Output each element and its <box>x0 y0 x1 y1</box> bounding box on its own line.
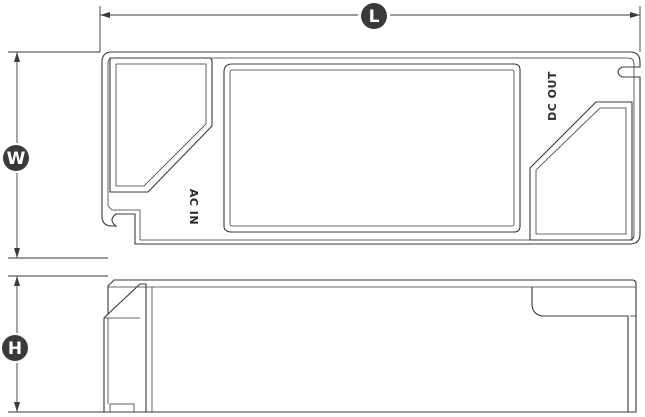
dc-out-terminal-inner <box>535 107 627 235</box>
ac-in-label: AC IN <box>187 189 200 225</box>
label-area-inner <box>229 69 515 227</box>
side-dc-out-block <box>531 287 629 412</box>
side-view <box>103 279 637 413</box>
top-view: AC IN DC OUT <box>101 51 641 245</box>
dc-out-terminal <box>529 101 633 241</box>
length-badge <box>361 3 387 29</box>
ac-in-terminal <box>109 57 213 193</box>
width-dimension: W <box>3 51 108 259</box>
height-dimension: H <box>2 275 108 413</box>
width-badge <box>3 145 29 171</box>
length-arrow-left <box>100 12 110 18</box>
height-badge <box>2 335 28 361</box>
width-arrow-top <box>14 52 20 62</box>
length-label: L <box>369 7 380 27</box>
label-area <box>223 63 521 233</box>
height-arrow-top <box>14 276 20 286</box>
width-label: W <box>7 149 26 169</box>
width-arrow-bottom <box>14 248 20 258</box>
side-ac-in-block <box>107 283 147 412</box>
length-arrow-right <box>630 12 640 18</box>
ac-in-terminal-inner <box>115 63 207 187</box>
side-ac-in-tab <box>109 403 135 413</box>
side-housing-outline <box>103 279 637 413</box>
height-arrow-bottom <box>14 402 20 412</box>
height-label: H <box>8 339 22 359</box>
length-dimension: L <box>99 3 641 52</box>
housing-outline <box>101 51 641 245</box>
dc-out-label: DC OUT <box>546 71 559 121</box>
